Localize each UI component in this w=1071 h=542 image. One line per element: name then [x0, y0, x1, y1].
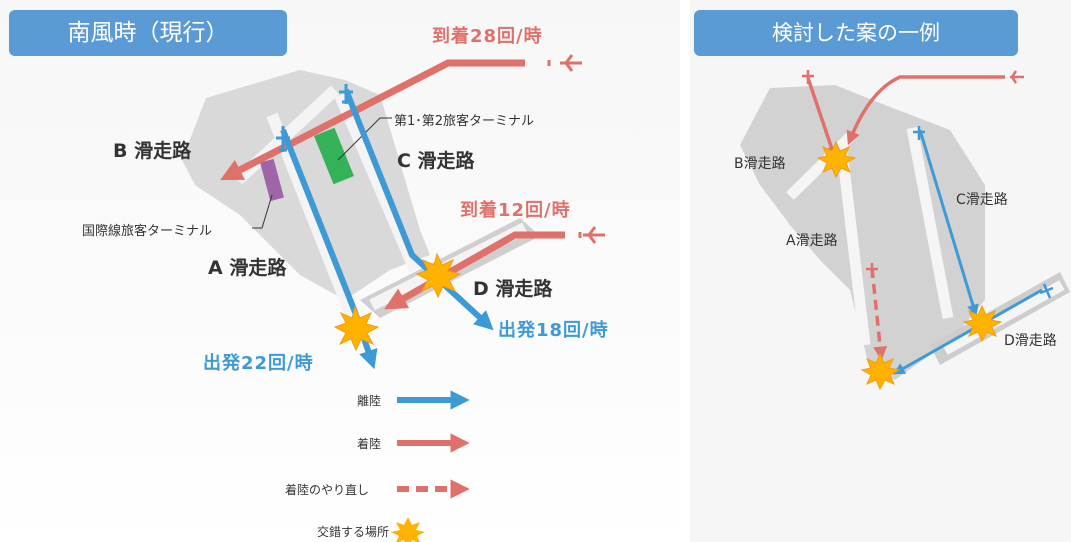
runway-c-right — [906, 126, 954, 320]
intl-terminal-leader — [252, 194, 273, 229]
runway-d-label: D 滑走路 — [473, 278, 553, 300]
right-runway-d-label: D滑走路 — [1004, 333, 1057, 349]
aircraft-icon-right-d — [1039, 283, 1054, 299]
left-panel-title: 南風時（現行） — [9, 10, 287, 56]
right-conflict-bottom — [860, 352, 901, 391]
right-runway-c-label: C滑走路 — [956, 192, 1008, 208]
aircraft-icon-right-n — [802, 70, 814, 84]
aircraft-icon-right-c — [913, 126, 925, 140]
aircraft-icon-arr-top — [547, 54, 582, 72]
aircraft-icon-dep-a — [276, 126, 290, 152]
runway-a-right — [836, 149, 871, 346]
legend-goaround-label: 着陸のやり直し — [285, 483, 370, 497]
departures-left-label: 出発22回/時 — [203, 353, 314, 374]
legend-landing-label: 着陸 — [357, 437, 382, 451]
conflict-burst-a — [333, 305, 380, 352]
legend-takeoff-label: 離陸 — [357, 394, 382, 408]
aircraft-icon-right-e — [1010, 70, 1024, 84]
domestic-terminal-leader — [337, 117, 392, 161]
runway-b-right — [786, 131, 856, 200]
right-departure-c — [918, 129, 979, 317]
aircraft-icon-right-a — [866, 263, 878, 277]
right-runway-b-label: B滑走路 — [734, 156, 786, 172]
intl-terminal-rect — [260, 158, 284, 202]
intl-terminal-label: 国際線旅客ターミナル — [82, 224, 213, 239]
right-arrival-north — [806, 77, 838, 161]
runway-d-right — [942, 280, 1065, 355]
legend-conflict-burst — [391, 517, 425, 542]
departures-right-label: 出発18回/時 — [498, 320, 609, 341]
runway-c-left — [334, 92, 421, 273]
aircraft-icon-dep-c — [339, 84, 353, 104]
departure-arrow-c — [343, 88, 494, 331]
runway-a-label: A 滑走路 — [208, 257, 287, 279]
runway-c-label: C 滑走路 — [397, 150, 475, 172]
arrivals-right-label: 到着12回/時 — [460, 200, 571, 221]
legend-conflict-label: 交錯する場所 — [317, 525, 390, 539]
aircraft-icon-arr-right — [578, 226, 605, 244]
right-arrival-curve — [846, 75, 1005, 146]
domestic-terminal-label: 第1･第2旅客ターミナル — [394, 114, 535, 129]
right-conflict-d — [962, 304, 1003, 343]
runway-b-label: B 滑走路 — [113, 140, 192, 162]
arrivals-top-label: 到着28回/時 — [432, 26, 543, 47]
right-departure-d — [892, 288, 1043, 375]
right-conflict-b — [816, 140, 857, 179]
right-goaround-dashed — [870, 267, 888, 361]
right-panel-title: 検討した案の一例 — [694, 10, 1018, 56]
arrival-arrow-top — [220, 59, 525, 181]
right-runway-a-label: A滑走路 — [786, 233, 838, 249]
conflict-burst-d — [415, 252, 462, 299]
airport-land-right — [740, 85, 985, 380]
domestic-terminal-rect — [314, 127, 354, 185]
